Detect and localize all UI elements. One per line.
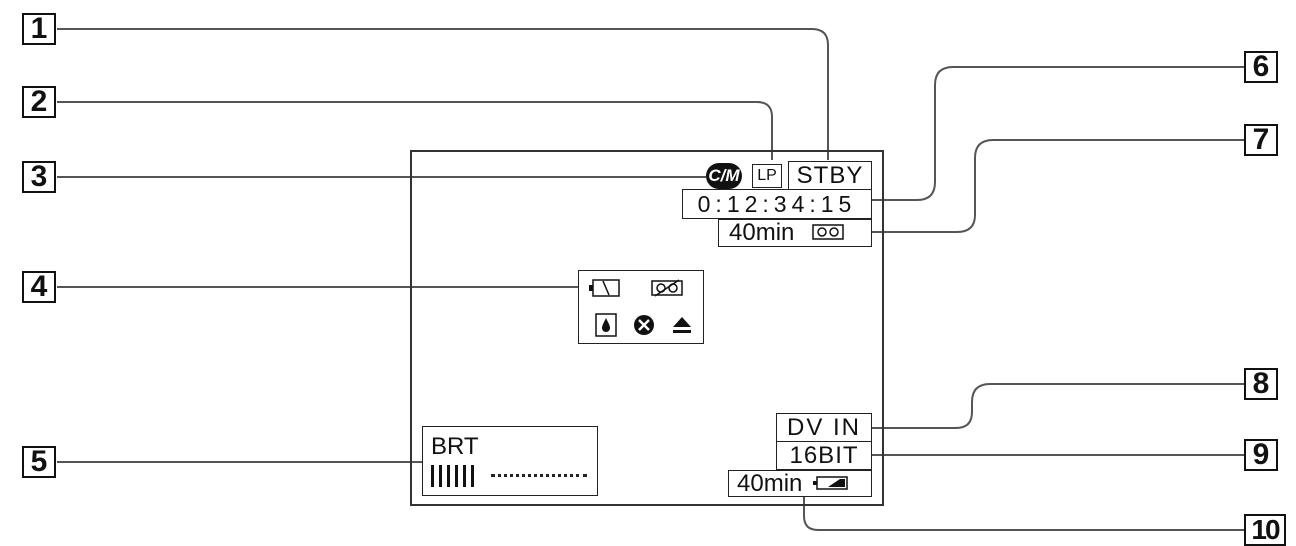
lcd-screen	[410, 150, 884, 506]
eject-icon	[671, 315, 693, 340]
battery-remaining: 40min	[728, 470, 872, 497]
cassette-memory-icon: C/M	[706, 163, 742, 189]
tape-remaining-value: 40min	[729, 219, 795, 246]
callout-5: 5	[22, 446, 56, 478]
standby-indicator: STBY	[788, 161, 872, 191]
dv-in-indicator: DV IN	[776, 413, 872, 442]
callout-8: 8	[1244, 368, 1278, 400]
brightness-indicator: BRT	[422, 426, 598, 496]
brightness-level-bars	[431, 465, 474, 487]
lp-indicator: LP	[752, 164, 782, 188]
leader-line-1	[57, 28, 829, 160]
callout-4: 4	[22, 271, 56, 303]
battery-remaining-value: 40min	[737, 469, 803, 497]
battery-warning-icon	[587, 277, 621, 304]
leader-line-10	[803, 496, 1244, 531]
callout-10: 10	[1244, 514, 1286, 546]
audio-mode-indicator: 16BIT	[776, 441, 872, 470]
callout-9: 9	[1244, 439, 1278, 471]
cassette-warning-icon	[651, 278, 683, 303]
brightness-label: BRT	[431, 433, 479, 460]
warning-indicators	[578, 270, 704, 344]
callout-1: 1	[22, 13, 56, 45]
battery-icon	[812, 472, 849, 496]
time-code: 0:12:34:15	[682, 189, 872, 219]
callout-2: 2	[22, 86, 56, 118]
leader-line-7	[872, 139, 1244, 233]
tape-remaining: 40min	[718, 219, 872, 247]
callout-3: 3	[22, 161, 56, 193]
leader-line-2	[57, 101, 773, 160]
no-record-icon	[633, 314, 655, 341]
moisture-icon	[595, 313, 617, 342]
brightness-remaining-dots	[491, 474, 587, 477]
callout-6: 6	[1244, 51, 1278, 83]
leader-line-6	[872, 66, 1244, 201]
cassette-icon	[812, 221, 845, 245]
callout-7: 7	[1244, 124, 1278, 156]
leader-line-8	[872, 383, 1244, 429]
